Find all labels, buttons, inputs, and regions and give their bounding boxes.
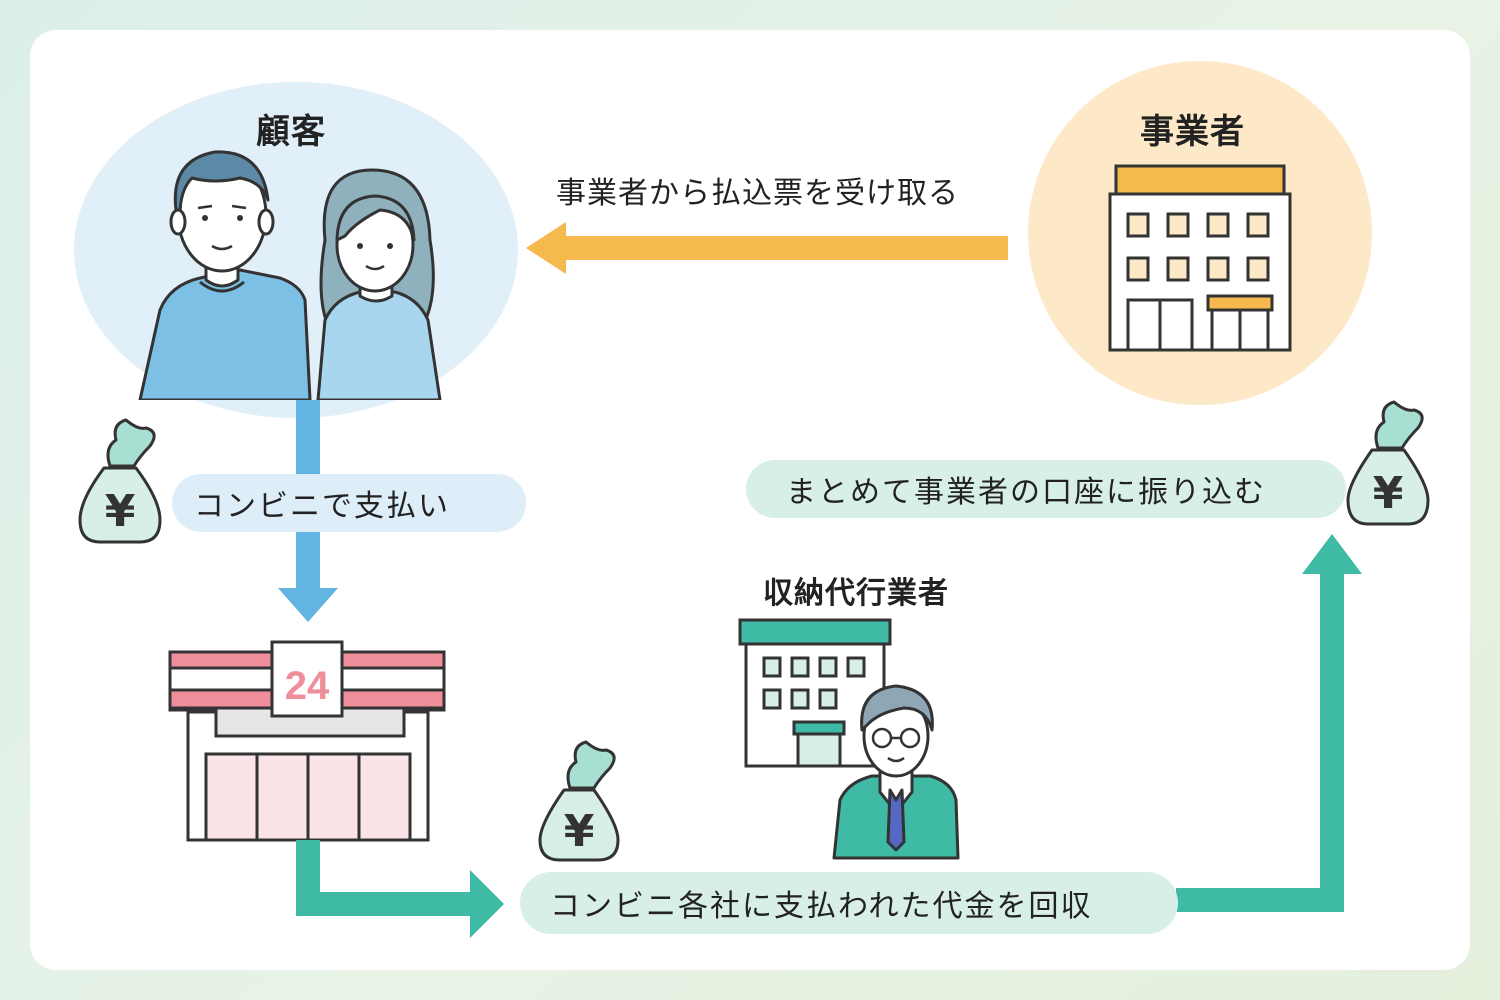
- receive-slip-label: 事業者から払込票を受け取る: [556, 176, 959, 211]
- convenience-store-icon: [168, 640, 446, 842]
- money-bag-symbol: ¥: [105, 486, 136, 537]
- arrow-business-to-customer: [526, 222, 1008, 274]
- money-bag-icon: [1346, 400, 1430, 526]
- business-label: 事業者: [1140, 112, 1245, 152]
- customer-label: 顧客: [256, 112, 326, 152]
- pay-at-store-pill: コンビニで支払い: [172, 474, 526, 532]
- collect-label: コンビニ各社に支払われた代金を回収: [550, 889, 1093, 924]
- agent-building-icon: [738, 618, 892, 768]
- arrow-store-to-collect: [296, 840, 504, 938]
- businessman-icon: [832, 684, 960, 860]
- pay-at-store-label: コンビニで支払い: [194, 489, 450, 524]
- money-bag-icon: [78, 418, 162, 544]
- man-icon: [138, 150, 312, 400]
- arrow-collect-to-transfer: [1176, 534, 1362, 912]
- arrow-customer-to-store: [278, 400, 338, 622]
- money-bag-symbol: ¥: [564, 806, 595, 857]
- office-building-icon: [1108, 164, 1292, 352]
- store-sign-text: 24: [285, 664, 330, 708]
- agent-label: 収納代行業者: [763, 576, 949, 611]
- money-bag-symbol: ¥: [1373, 468, 1404, 519]
- transfer-label: まとめて事業者の口座に振り込む: [786, 475, 1266, 510]
- woman-icon: [316, 168, 442, 400]
- money-bag-icon: [538, 740, 620, 862]
- transfer-pill: まとめて事業者の口座に振り込む: [746, 460, 1346, 518]
- collect-pill: コンビニ各社に支払われた代金を回収: [520, 872, 1178, 934]
